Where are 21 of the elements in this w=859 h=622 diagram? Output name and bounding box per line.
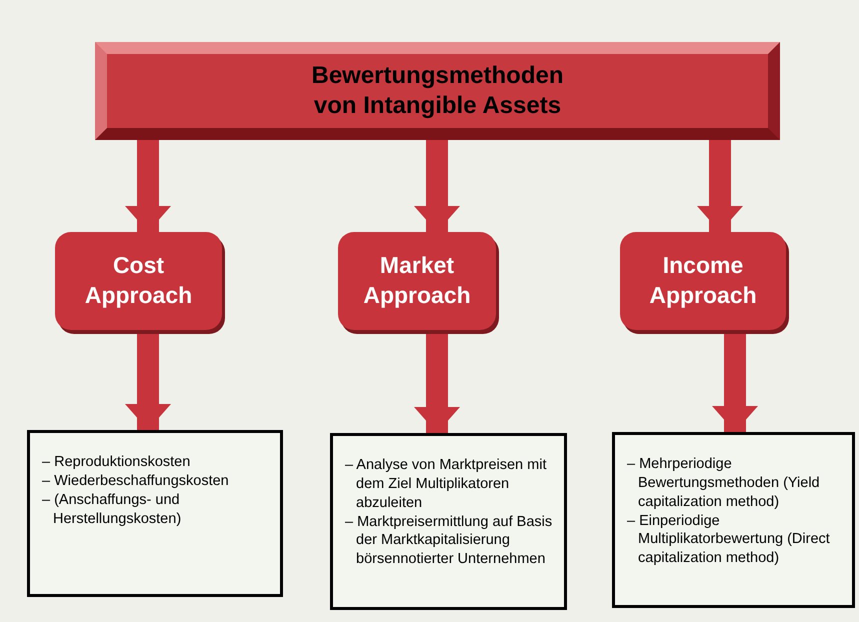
block-arrow [414,140,460,232]
title-text: Bewertungsmethoden von Intangible Assets [310,61,565,121]
method-list-box [612,432,855,608]
block-arrow [125,140,171,232]
list-item: – Mehrperiodige Bewertungsmethoden (Yield capitalization method) [627,455,821,512]
title-banner [95,42,780,140]
approach-box [338,232,496,330]
block-arrow [697,140,743,232]
list-item: – Wiederbeschaffungskosten [42,472,230,491]
list-item: – Reproduktionskosten [42,453,192,472]
approach-title: Income Approach [648,251,758,310]
approach-title: Cost Approach [84,251,194,310]
approach-box [55,232,222,330]
method-list-box [27,430,283,597]
approach-title: Market Approach [362,251,472,310]
method-list-box [330,433,567,610]
list-item: – (Anschaffungs- und Herstellungskosten) [42,490,182,528]
list-item: – Marktpreisermittlung auf Basis der Marktkapitalisierung börsennotierter Unternehmen [345,512,554,570]
approach-box [620,232,786,330]
list-item: – Analyse von Marktpreisen mit dem Ziel Multiplikatoren abzuleiten [345,456,548,513]
list-item: – Einperiodige Multiplikatorbewertung (Direct capitalization method) [627,512,831,568]
